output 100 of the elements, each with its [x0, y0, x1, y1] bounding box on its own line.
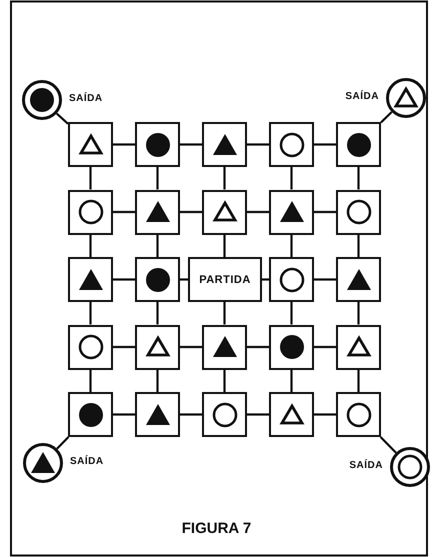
connector-line: [314, 346, 336, 348]
connector-line: [380, 436, 397, 454]
connector-line: [314, 278, 336, 281]
game-square: [336, 190, 381, 234]
connector-line: [180, 413, 202, 416]
ring-symbol: [212, 402, 238, 428]
outline-triangle-symbol: [78, 132, 104, 158]
game-square: [135, 392, 180, 437]
connector-line: [357, 302, 360, 324]
game-square: [269, 392, 314, 437]
connector-line: [180, 143, 202, 146]
connector-line: [357, 370, 360, 392]
connector-line: [290, 234, 293, 257]
connector-line: [56, 112, 69, 125]
game-square: [68, 392, 113, 437]
game-square: [202, 392, 247, 437]
connector-line: [56, 436, 70, 450]
connector-line: [113, 143, 135, 146]
connector-line: [180, 210, 202, 214]
exit-circle: [390, 447, 430, 487]
game-square: [135, 190, 180, 234]
connector-line: [290, 370, 293, 392]
connector-line: [314, 413, 336, 416]
connector-line: [290, 167, 293, 190]
game-square: [135, 257, 180, 302]
solid-triangle-symbol: [346, 266, 372, 292]
exit-circle: [22, 80, 62, 120]
exit-label: SAÍDA: [349, 460, 383, 471]
square-label: PARTIDA: [198, 274, 252, 286]
outline-triangle-symbol: [278, 402, 304, 428]
dot-symbol: [78, 402, 104, 428]
ring-symbol: [78, 199, 104, 225]
game-square: [269, 122, 314, 167]
dot-symbol: [346, 132, 372, 158]
game-square: [135, 122, 180, 167]
game-square: [336, 392, 381, 437]
ring-symbol: [78, 334, 104, 360]
connector-line: [357, 167, 360, 190]
connector-line: [180, 346, 202, 348]
solid-triangle-symbol: [212, 132, 238, 158]
exit-label: SAÍDA: [70, 456, 104, 467]
solid-triangle-symbol: [78, 266, 104, 292]
solid-triangle-symbol: [278, 199, 304, 225]
connector-line: [247, 210, 269, 214]
solid-triangle-symbol: [30, 450, 56, 476]
dot-symbol: [29, 87, 55, 113]
game-square: [269, 324, 314, 370]
exit-label: SAÍDA: [69, 93, 103, 104]
connector-line: [247, 346, 269, 348]
game-square: [68, 257, 113, 302]
connector-line: [357, 234, 360, 257]
connector-line: [156, 370, 159, 392]
game-square: [336, 324, 381, 370]
exit-circle: [386, 78, 426, 118]
connector-line: [113, 210, 135, 214]
connector-line: [113, 346, 135, 348]
figure-caption: FIGURA 7: [182, 520, 252, 537]
start-square: [188, 257, 262, 302]
connector-line: [223, 302, 226, 324]
connector-line: [156, 167, 159, 190]
connector-line: [89, 234, 92, 257]
ring-symbol: [278, 266, 304, 292]
connector-line: [380, 111, 392, 124]
connector-line: [247, 143, 269, 146]
game-square: [202, 190, 247, 234]
connector-line: [113, 413, 135, 416]
connector-line: [223, 370, 226, 392]
dot-symbol: [278, 334, 304, 360]
connector-line: [180, 278, 188, 281]
connector-line: [290, 302, 293, 324]
ring-symbol: [346, 199, 372, 225]
connector-line: [223, 167, 226, 190]
solid-triangle-symbol: [212, 334, 238, 360]
ring-symbol: [397, 454, 423, 480]
connector-line: [156, 234, 159, 257]
game-square: [269, 257, 314, 302]
dot-symbol: [144, 266, 170, 292]
solid-triangle-symbol: [144, 199, 170, 225]
connector-line: [89, 302, 92, 324]
exit-circle: [23, 443, 63, 483]
connector-line: [156, 302, 159, 324]
connector-line: [247, 413, 269, 416]
ring-symbol: [278, 132, 304, 158]
game-square: [336, 257, 381, 302]
exit-label: SAÍDA: [345, 91, 379, 102]
game-square: [269, 190, 314, 234]
connector-line: [223, 234, 226, 257]
connector-line: [89, 167, 92, 190]
connector-line: [89, 370, 92, 392]
game-square: [135, 324, 180, 370]
connector-line: [314, 210, 336, 214]
game-square: [68, 324, 113, 370]
dot-symbol: [144, 132, 170, 158]
game-square: [68, 122, 113, 167]
connector-line: [113, 278, 135, 281]
game-square: [336, 122, 381, 167]
game-square: [202, 122, 247, 167]
solid-triangle-symbol: [144, 402, 170, 428]
game-square: [202, 324, 247, 370]
ring-symbol: [346, 402, 372, 428]
